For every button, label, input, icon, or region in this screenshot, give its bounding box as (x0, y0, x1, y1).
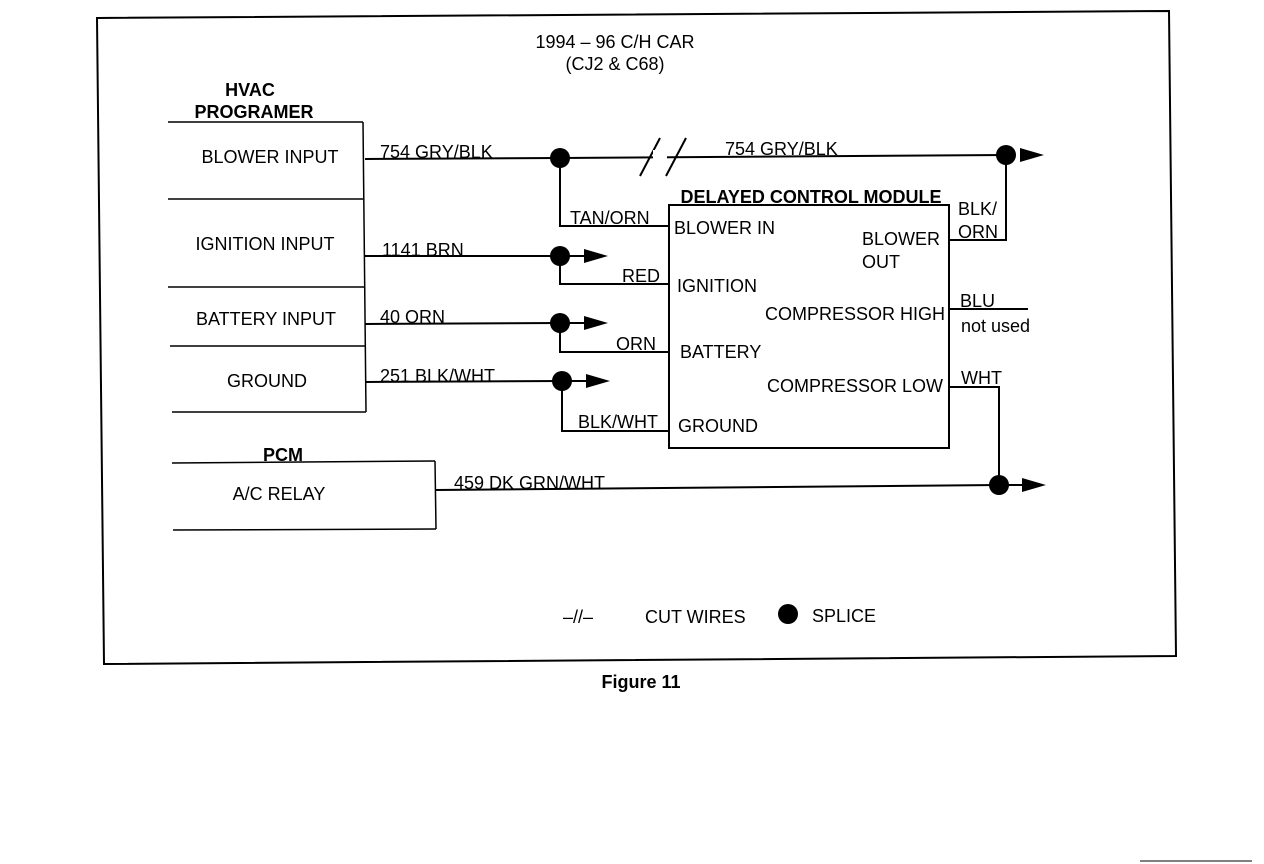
wire-blu-label: BLU (960, 291, 995, 311)
module-blower-out: BLOWER (862, 229, 940, 249)
splice-label: SPLICE (812, 606, 876, 626)
arrow-icon (586, 374, 610, 388)
wire-459-ac-relay: 459 DK GRN/WHT (435, 473, 1046, 495)
wire-compressor-high: BLU not used (950, 291, 1030, 336)
wire-754-blower: 754 GRY/BLK 754 GRY/BLK TAN/ORN (364, 137, 1044, 228)
wire-red-label: RED (622, 266, 660, 286)
wire-251-label: 251 BLK/WHT (380, 366, 495, 386)
wire-orn-label: ORN (616, 334, 656, 354)
wire-251-ground: 251 BLK/WHT BLK/WHT (364, 366, 668, 432)
diagram-frame (95, 9, 1178, 666)
wire-blk-orn-label: BLK/ (958, 199, 997, 219)
hvac-programmer-block: HVAC PROGRAMER BLOWER INPUT IGNITION INP… (168, 80, 367, 413)
diagram-subtitle: (CJ2 & C68) (565, 54, 664, 74)
wire-40-label: 40 ORN (380, 307, 445, 327)
ground-label: GROUND (227, 371, 307, 391)
module-blower-out-2: OUT (862, 252, 900, 272)
module-ignition: IGNITION (677, 276, 757, 296)
arrow-icon (584, 316, 608, 330)
battery-input-label: BATTERY INPUT (196, 309, 336, 329)
wire-1141-label: 1141 BRN (382, 240, 464, 260)
wire-1141-ignition: 1141 BRN RED (365, 240, 668, 286)
ignition-input-label: IGNITION INPUT (196, 234, 335, 254)
pcm-block: PCM A/C RELAY (171, 445, 437, 531)
cut-wires-label: CUT WIRES (645, 607, 746, 627)
wire-754-label-left: 754 GRY/BLK (380, 142, 493, 162)
wire-blk-orn-label-2: ORN (958, 222, 998, 242)
hvac-title-2: PROGRAMER (194, 102, 313, 122)
pcm-title: PCM (263, 445, 303, 465)
ac-relay-label: A/C RELAY (233, 484, 326, 504)
arrow-icon (1022, 478, 1046, 492)
hvac-title: HVAC (225, 80, 275, 100)
splice-icon (778, 604, 798, 624)
wire-40-battery: 40 ORN ORN (364, 307, 668, 354)
wire-tan-orn-label: TAN/ORN (570, 208, 650, 228)
arrow-icon (584, 249, 608, 263)
module-battery: BATTERY (680, 342, 761, 362)
module-ground: GROUND (678, 416, 758, 436)
wire-754-label-right: 754 GRY/BLK (725, 139, 838, 159)
wire-459-label: 459 DK GRN/WHT (454, 473, 605, 493)
figure-caption: Figure 11 (601, 672, 680, 692)
module-compressor-high: COMPRESSOR HIGH (765, 304, 945, 324)
diagram-title: 1994 – 96 C/H CAR (535, 32, 694, 52)
blower-input-label: BLOWER INPUT (201, 147, 338, 167)
module-compressor-low: COMPRESSOR LOW (767, 376, 943, 396)
arrow-icon (1020, 148, 1044, 162)
legend: –//– CUT WIRES SPLICE (563, 604, 876, 627)
wire-blk-wht-label: BLK/WHT (578, 412, 658, 432)
module-title: DELAYED CONTROL MODULE (680, 187, 941, 207)
cut-wires-symbol: –//– (563, 607, 593, 627)
wire-wht-label: WHT (961, 368, 1002, 388)
module-blower-in: BLOWER IN (674, 218, 775, 238)
wire-compressor-low: WHT (950, 368, 1002, 484)
wire-blower-out: BLK/ ORN (950, 155, 1007, 242)
wire-not-used-label: not used (961, 316, 1030, 336)
delayed-control-module: DELAYED CONTROL MODULE BLOWER IN IGNITIO… (668, 187, 950, 449)
